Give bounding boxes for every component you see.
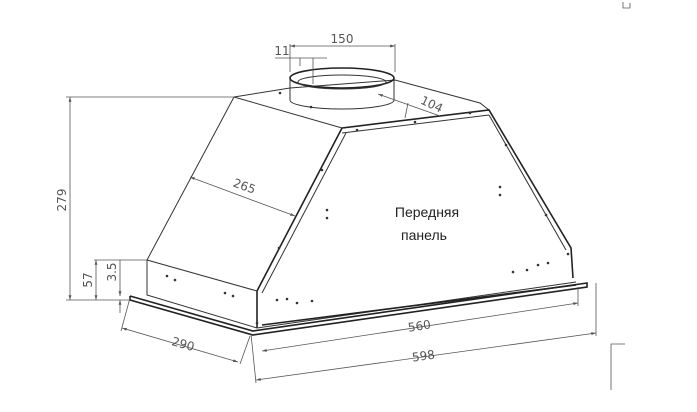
dimension-3-5: 3.5 [105,260,122,313]
dim-3-5-label: 3.5 [105,262,119,281]
dimension-57: 57 [81,259,147,300]
dim-150-label: 150 [331,32,354,46]
dim-104-label: 104 [418,93,445,115]
corner-bracket-mark [610,343,625,390]
duct-cylinder [289,78,395,110]
dimension-11: 11 [274,44,327,84]
front-panel-outline [341,109,574,279]
dim-598-label: 598 [411,348,436,365]
panel-label-line1: Передняя [395,204,459,220]
duct-rim [289,67,395,89]
dim-290-label: 290 [170,334,196,354]
front-flange-line [261,132,347,294]
dim-11-label: 11 [274,44,289,58]
dimension-279: 279 [55,96,234,301]
dimension-290: 290 [120,297,251,365]
dim-279-label: 279 [55,189,69,212]
dimension-598: 598 [250,283,597,384]
front-left-edge [256,127,343,328]
mounting-holes [165,91,570,325]
right-flange-line [488,114,567,251]
dimension-104: 104 [377,93,445,119]
duct-inner-rim [297,74,387,90]
corner-fragment-mark [622,2,631,9]
hood-body [129,67,588,336]
dimension-265: 265 [189,176,296,217]
side-panel-outline [146,96,258,329]
dimension-150: 150 [289,32,396,72]
side-inner-line [146,259,258,292]
dim-560-label: 560 [407,317,432,334]
panel-label-line2: панель [401,227,447,243]
top-flange-line [341,114,490,134]
dim-57-label: 57 [81,272,95,287]
